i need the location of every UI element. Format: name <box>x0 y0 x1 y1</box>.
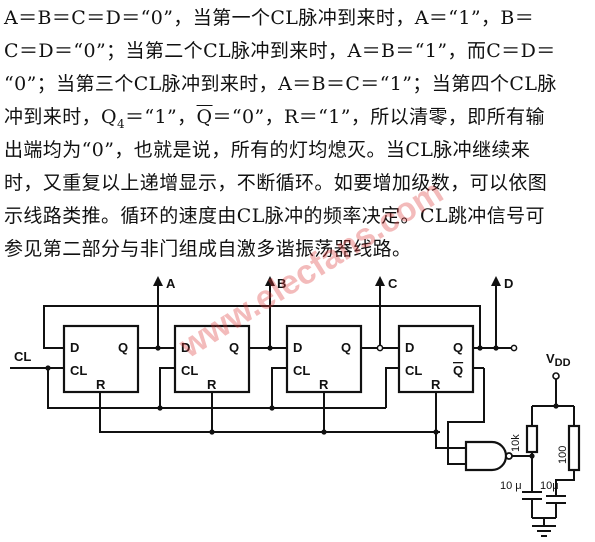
node-clock-ff2 <box>157 405 163 411</box>
ff4-r-pin: R <box>431 377 441 392</box>
nand-gate <box>464 440 508 472</box>
ff2-d-pin: D <box>181 340 190 355</box>
output-label-c: C <box>388 276 398 291</box>
output-label-b: B <box>277 276 286 291</box>
text-line-7: 示线路类推。循环的速度由CL脉冲的频率决定。CL跳冲信号可 <box>4 205 545 227</box>
ff4-d-pin: D <box>405 340 414 355</box>
vdd-subscript: DD <box>555 357 571 369</box>
text-line-8: 参见第二部分与非门组成自激多谐振荡器线路。 <box>4 238 412 260</box>
node-c <box>376 344 384 352</box>
text-line-4-sub: 4 <box>116 116 126 131</box>
ff3-cl-pin: CL <box>293 363 310 378</box>
wire-r2-bottom <box>555 470 575 496</box>
ff1-q-pin: Q <box>118 340 128 355</box>
ff4-qbar-pin: Q <box>453 363 463 378</box>
node-r1 <box>529 453 535 459</box>
text-line-4-qbar: Q <box>196 106 213 128</box>
resistor2-label: 100 <box>557 446 569 464</box>
wire-clock-ff3 <box>271 367 287 408</box>
text-line-4-pre: 冲到来时，Q <box>4 106 117 128</box>
feedback-wire <box>43 305 481 349</box>
arrow-c-icon <box>375 276 385 286</box>
arrow-d-icon <box>491 276 501 286</box>
text-line-3: “0”；当第三个CL脉冲到来时，A＝B＝C＝“1”；当第四个CL脉 <box>4 73 557 95</box>
ff1-d-pin: D <box>70 340 79 355</box>
text-line-1: A＝B＝C＝D＝“0”，当第一个CL脉冲到来时，A＝“1”，B＝ <box>4 7 535 29</box>
ff2-cl-pin: CL <box>181 363 198 378</box>
arrow-a-icon <box>153 276 163 286</box>
resistor-10k <box>525 424 539 454</box>
ff1-cl-pin: CL <box>70 363 87 378</box>
ff3-q-pin: Q <box>341 340 351 355</box>
text-line-2: C＝D＝“0”；当第二个CL脉冲到来时，A＝B＝“1”，而C＝D＝ <box>4 40 556 62</box>
ff3-r-pin: R <box>319 377 329 392</box>
text-line-4-mid: ＝“1”， <box>125 106 197 128</box>
clock-input-label: CL <box>14 349 31 364</box>
cap1-label: 10 μ <box>500 480 522 492</box>
wire-clock-ff2 <box>159 367 175 408</box>
text-line-6: 时，又重复以上递增显示，不断循环。如要增加级数，可以依图 <box>4 172 548 194</box>
flipflop-1 <box>62 324 140 394</box>
flipflop-4 <box>397 324 475 394</box>
ff2-q-pin: Q <box>229 340 239 355</box>
node-vdd <box>553 403 559 409</box>
ff4-cl-pin: CL <box>405 363 422 378</box>
terminal-d <box>510 344 518 352</box>
node-clock-ff3 <box>269 405 275 411</box>
resistor-100 <box>567 424 581 472</box>
description-text: A＝B＝C＝D＝“0”，当第一个CL脉冲到来时，A＝“1”，B＝ C＝D＝“0”… <box>4 2 592 266</box>
ff3-d-pin: D <box>293 340 302 355</box>
node-reset-ff4 <box>433 429 439 435</box>
node-feedback <box>477 345 483 351</box>
vdd-terminal <box>552 372 560 380</box>
wire-qbar-nand <box>447 368 485 465</box>
ff4-q-pin: Q <box>453 340 463 355</box>
node-reset-ff2 <box>209 429 215 435</box>
text-line-5: 出端均为“0”，也就是说，所有的灯均熄灭。当CL脉冲继续来 <box>4 139 531 161</box>
resistor-label: 10k <box>510 434 522 452</box>
wire-clock-ff4 <box>385 367 399 408</box>
text-line-4: 冲到来时，Q4＝“1”，Q＝“0”，R＝“1”，所以清零，即所有输 <box>4 101 592 134</box>
circuit-schematic: D Q CL R D Q CL R D Q CL R D Q Q CL R A … <box>10 276 581 537</box>
arrow-b-icon <box>265 276 275 286</box>
cap2-label: 10μ <box>540 480 559 492</box>
wire-reset-nand <box>435 432 466 449</box>
nand-bubble <box>505 452 513 460</box>
text-line-4-post: ＝“0”，R＝“1”，所以清零，即所有输 <box>212 106 545 128</box>
vdd-main: V <box>546 351 555 366</box>
reset-bus <box>99 392 440 433</box>
ff1-r-pin: R <box>96 377 106 392</box>
ff2-r-pin: R <box>207 377 217 392</box>
output-label-a: A <box>166 276 176 291</box>
flipflop-2 <box>173 324 251 394</box>
output-label-d: D <box>504 276 513 291</box>
node-reset-ff3 <box>321 429 327 435</box>
vdd-label: VDD <box>546 351 571 369</box>
